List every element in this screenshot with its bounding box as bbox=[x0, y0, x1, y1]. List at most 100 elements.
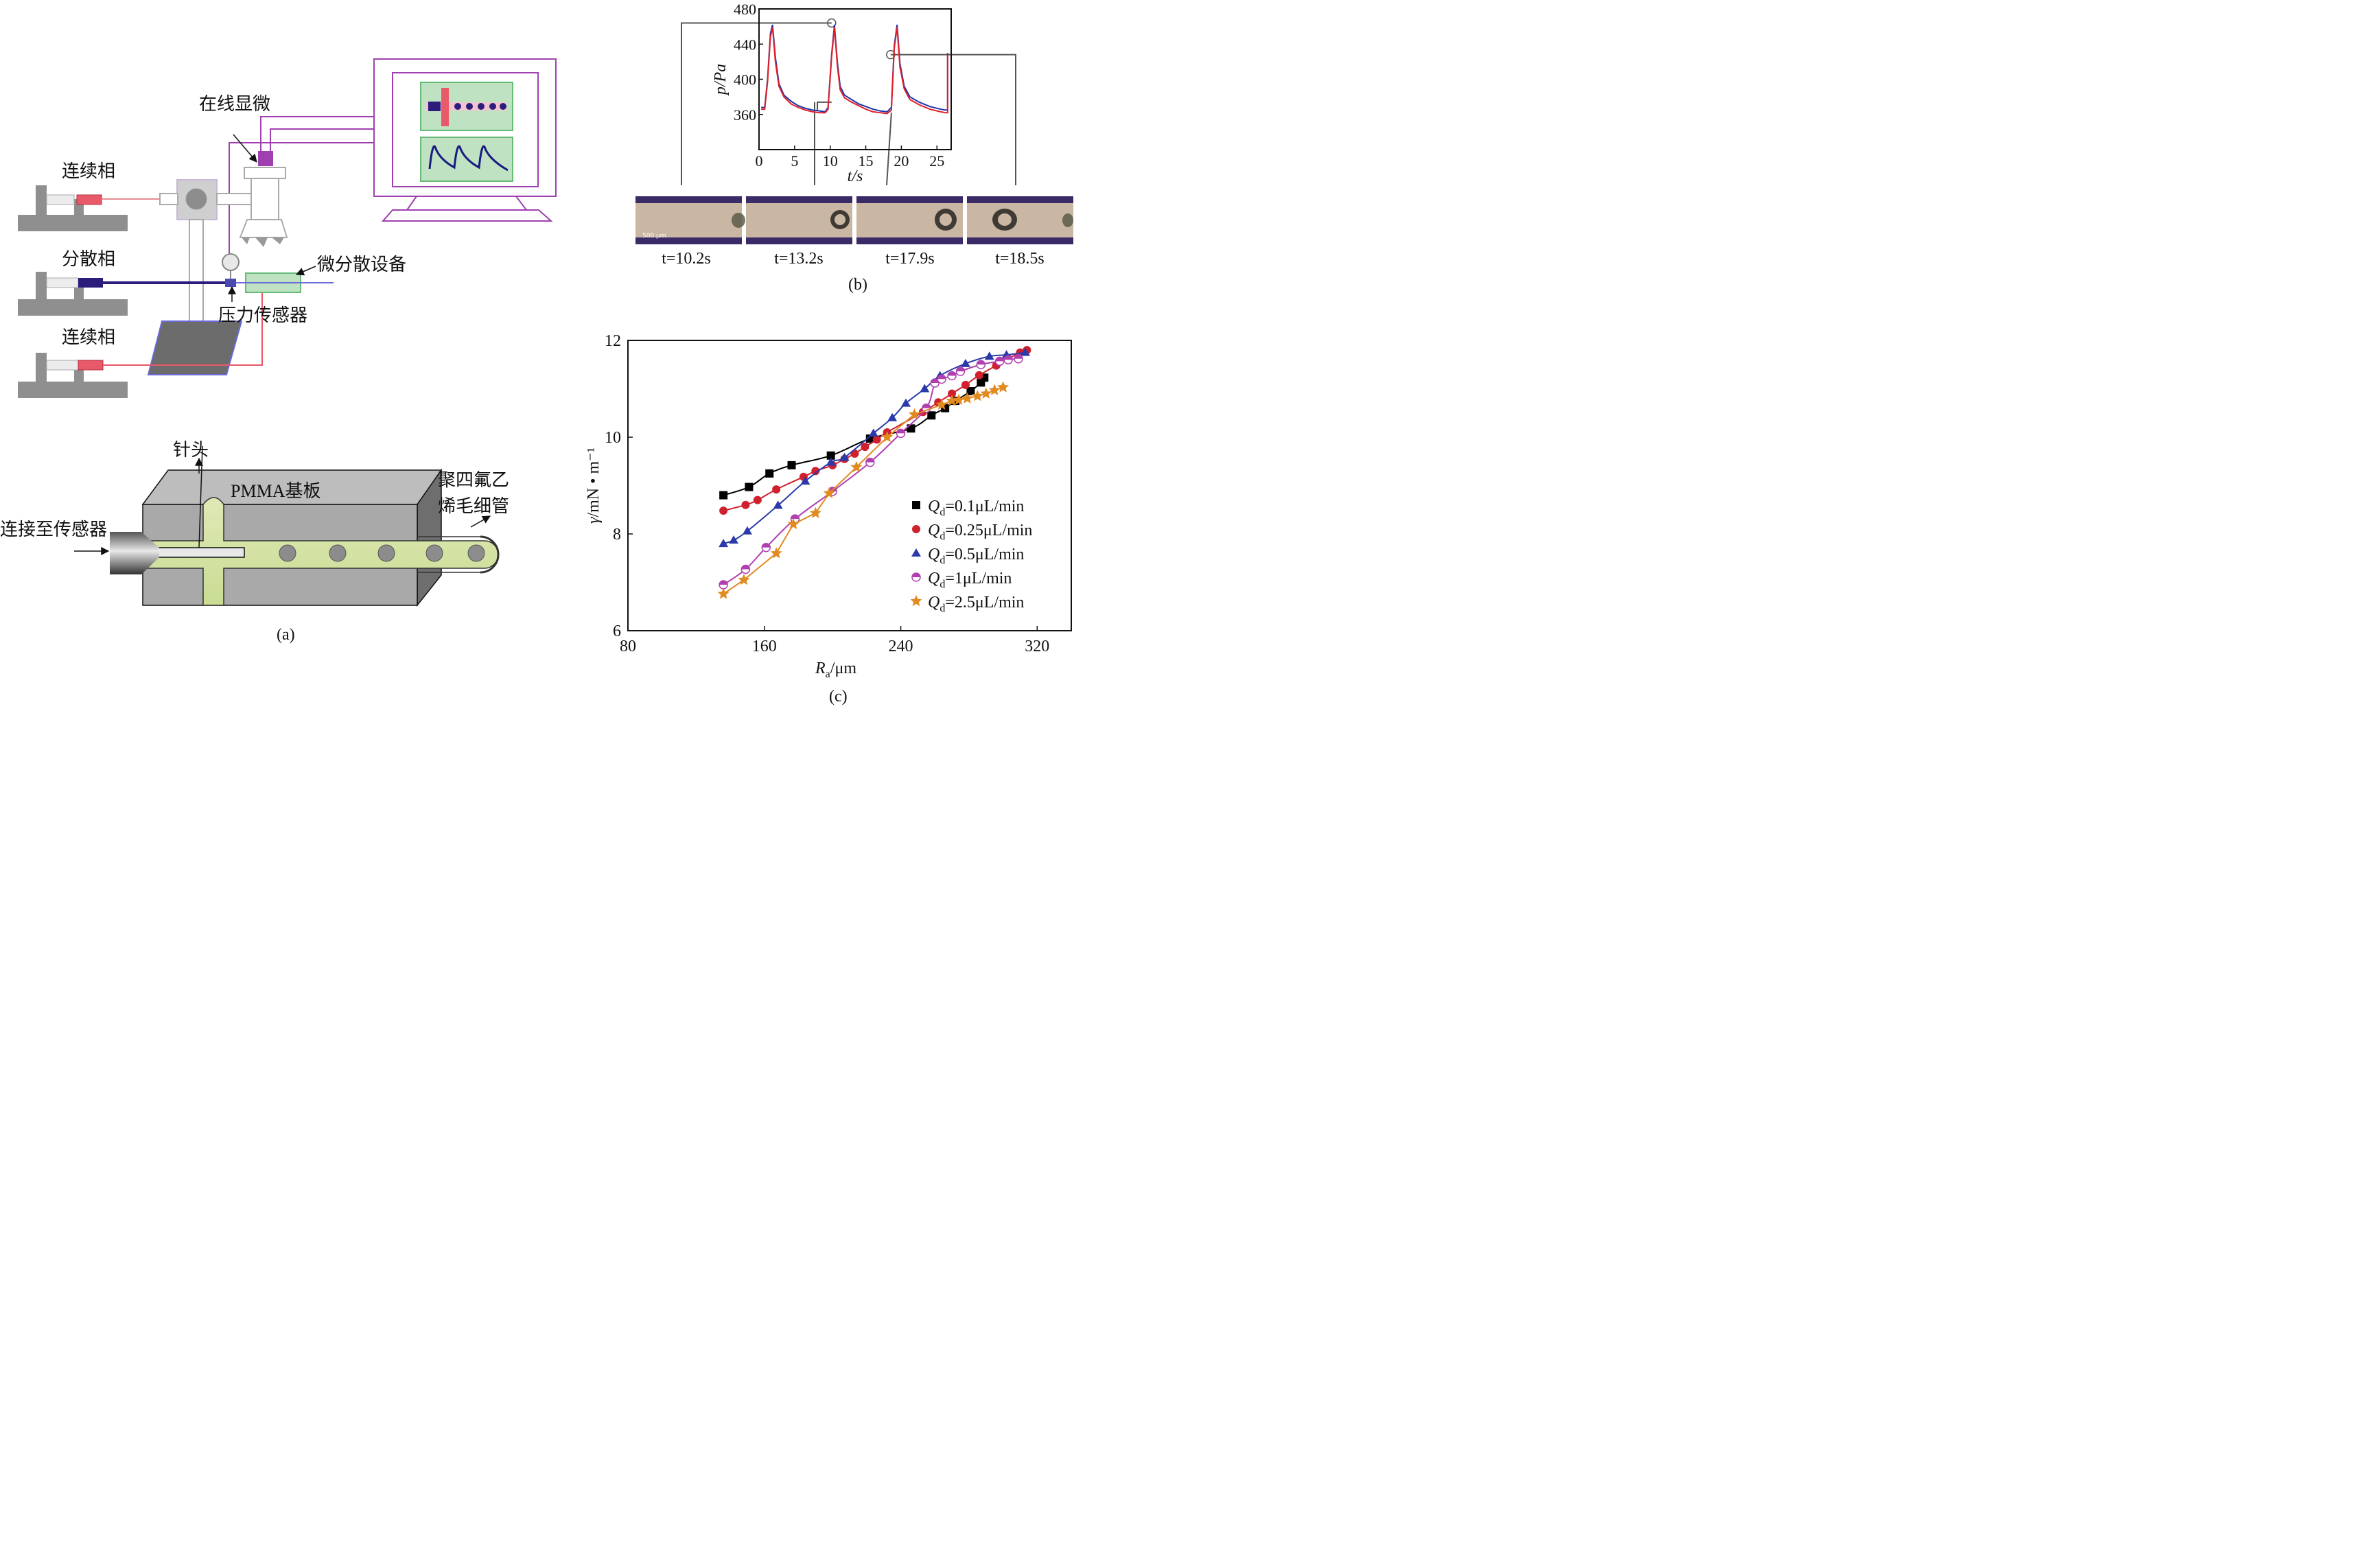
data-point bbox=[948, 389, 957, 398]
micrograph-3 bbox=[856, 196, 963, 244]
x-tick-label: 0 bbox=[756, 152, 763, 170]
point-fill bbox=[931, 379, 940, 384]
data-point bbox=[920, 384, 930, 393]
y-tick-label: 10 bbox=[605, 429, 621, 447]
data-point bbox=[961, 392, 973, 404]
point-fill bbox=[762, 543, 771, 548]
legend-label: Qd=0.5μL/min bbox=[928, 546, 1024, 566]
data-point bbox=[961, 380, 970, 389]
plot-frame bbox=[627, 340, 1072, 631]
pressure-sensor bbox=[222, 253, 240, 287]
data-point bbox=[927, 411, 936, 420]
label-ptfe-line1: 聚四氟乙 bbox=[438, 470, 509, 491]
point-fill bbox=[912, 573, 920, 577]
data-point bbox=[911, 548, 921, 557]
data-point bbox=[729, 535, 739, 544]
data-point bbox=[742, 526, 752, 535]
y-tick-label: 480 bbox=[734, 1, 756, 18]
label-connect: 连接至传感器 bbox=[0, 520, 107, 540]
x-tick-label: 5 bbox=[791, 152, 798, 170]
point-fill bbox=[1014, 354, 1023, 359]
x-tick-label: 15 bbox=[859, 152, 874, 170]
tension-series-3: Qd=0.5μL/min bbox=[719, 347, 1030, 566]
legend-label: Qd=0.25μL/min bbox=[928, 522, 1032, 542]
x-tick-label: 25 bbox=[929, 152, 944, 170]
data-point bbox=[839, 452, 850, 461]
data-point bbox=[971, 390, 983, 401]
connector-line-2a bbox=[817, 101, 832, 111]
data-point bbox=[1014, 354, 1023, 364]
data-point bbox=[988, 384, 1001, 395]
data-point bbox=[900, 398, 911, 407]
label-needle: 针头 bbox=[173, 440, 209, 461]
point-fill bbox=[937, 375, 946, 380]
data-point bbox=[935, 398, 948, 410]
point-fill bbox=[719, 581, 728, 585]
figure-canvas: 连续相 分散相 连续相 在线显微 微分散设备 压力传感器 针头 PMMA基板 聚… bbox=[0, 1, 1073, 706]
data-point bbox=[908, 408, 920, 420]
data-point bbox=[765, 469, 774, 478]
label-continuous-bottom: 连续相 bbox=[62, 327, 115, 348]
data-point bbox=[953, 393, 965, 405]
data-point bbox=[930, 378, 940, 388]
data-point bbox=[753, 496, 762, 504]
data-point bbox=[717, 587, 730, 599]
label-ptfe-line2: 烯毛细管 bbox=[438, 496, 509, 517]
label-pmma: PMMA基板 bbox=[231, 481, 320, 501]
data-point bbox=[980, 387, 992, 399]
label-continuous-top: 连续相 bbox=[62, 161, 115, 182]
x-tick-label: 10 bbox=[823, 152, 838, 170]
data-point bbox=[800, 476, 810, 485]
data-point bbox=[960, 358, 970, 367]
syringe-pump-bottom bbox=[18, 283, 263, 398]
data-point bbox=[809, 506, 821, 518]
data-point bbox=[910, 595, 922, 607]
data-point bbox=[1003, 355, 1013, 364]
data-point bbox=[1020, 347, 1030, 356]
y-tick-label: 440 bbox=[734, 36, 756, 53]
x-tick-label: 320 bbox=[1025, 638, 1049, 655]
data-point bbox=[850, 449, 859, 458]
data-point bbox=[740, 564, 751, 574]
panel-a-chip: 针头 PMMA基板 聚四氟乙 烯毛细管 连接至传感器 (a) bbox=[0, 440, 509, 644]
pressure-series-1 bbox=[761, 24, 948, 113]
point-fill bbox=[1004, 355, 1013, 360]
data-point bbox=[826, 451, 835, 460]
time-label-2: t=13.2s bbox=[774, 250, 824, 268]
tension-chart: Qd=0.1μL/minQd=0.25μL/minQd=0.5μL/minQd=… bbox=[585, 332, 1072, 680]
data-point bbox=[719, 539, 729, 548]
x-tick-label: 240 bbox=[889, 638, 913, 655]
caption-c: (c) bbox=[829, 688, 848, 706]
time-label-3: t=17.9s bbox=[885, 250, 935, 268]
marker-circle-2 bbox=[886, 49, 896, 60]
tension-series-5: Qd=2.5μL/min bbox=[717, 381, 1024, 614]
point-fill bbox=[791, 515, 800, 520]
data-point bbox=[881, 431, 894, 443]
time-label-1: t=10.2s bbox=[662, 250, 711, 268]
y-tick-label: 12 bbox=[605, 332, 621, 350]
label-dispersed: 分散相 bbox=[62, 249, 115, 270]
microscope bbox=[239, 151, 288, 247]
data-point bbox=[826, 457, 836, 466]
syringe-pump-middle bbox=[18, 272, 228, 316]
label-microscope: 在线显微 bbox=[199, 94, 270, 115]
x-axis-label: Ra/μm bbox=[815, 660, 856, 680]
y-axis-label: γ/mN • m⁻¹ bbox=[585, 447, 603, 524]
label-pressure-sensor: 压力传感器 bbox=[218, 305, 307, 326]
y-tick-label: 360 bbox=[734, 106, 756, 124]
y-axis-label: p/Pa bbox=[712, 64, 730, 96]
sensor-connector bbox=[110, 532, 141, 574]
caption-a: (a) bbox=[277, 626, 295, 644]
legend-label: Qd=1μL/min bbox=[928, 570, 1012, 590]
data-point bbox=[787, 461, 796, 469]
point-fill bbox=[995, 357, 1004, 362]
series-line bbox=[723, 377, 985, 496]
data-point bbox=[719, 491, 728, 500]
caption-b: (b) bbox=[848, 276, 867, 294]
point-fill bbox=[977, 360, 985, 365]
time-label-4: t=18.5s bbox=[995, 250, 1045, 268]
tension-series-4: Qd=1μL/min bbox=[719, 354, 1023, 590]
data-point bbox=[811, 467, 820, 476]
